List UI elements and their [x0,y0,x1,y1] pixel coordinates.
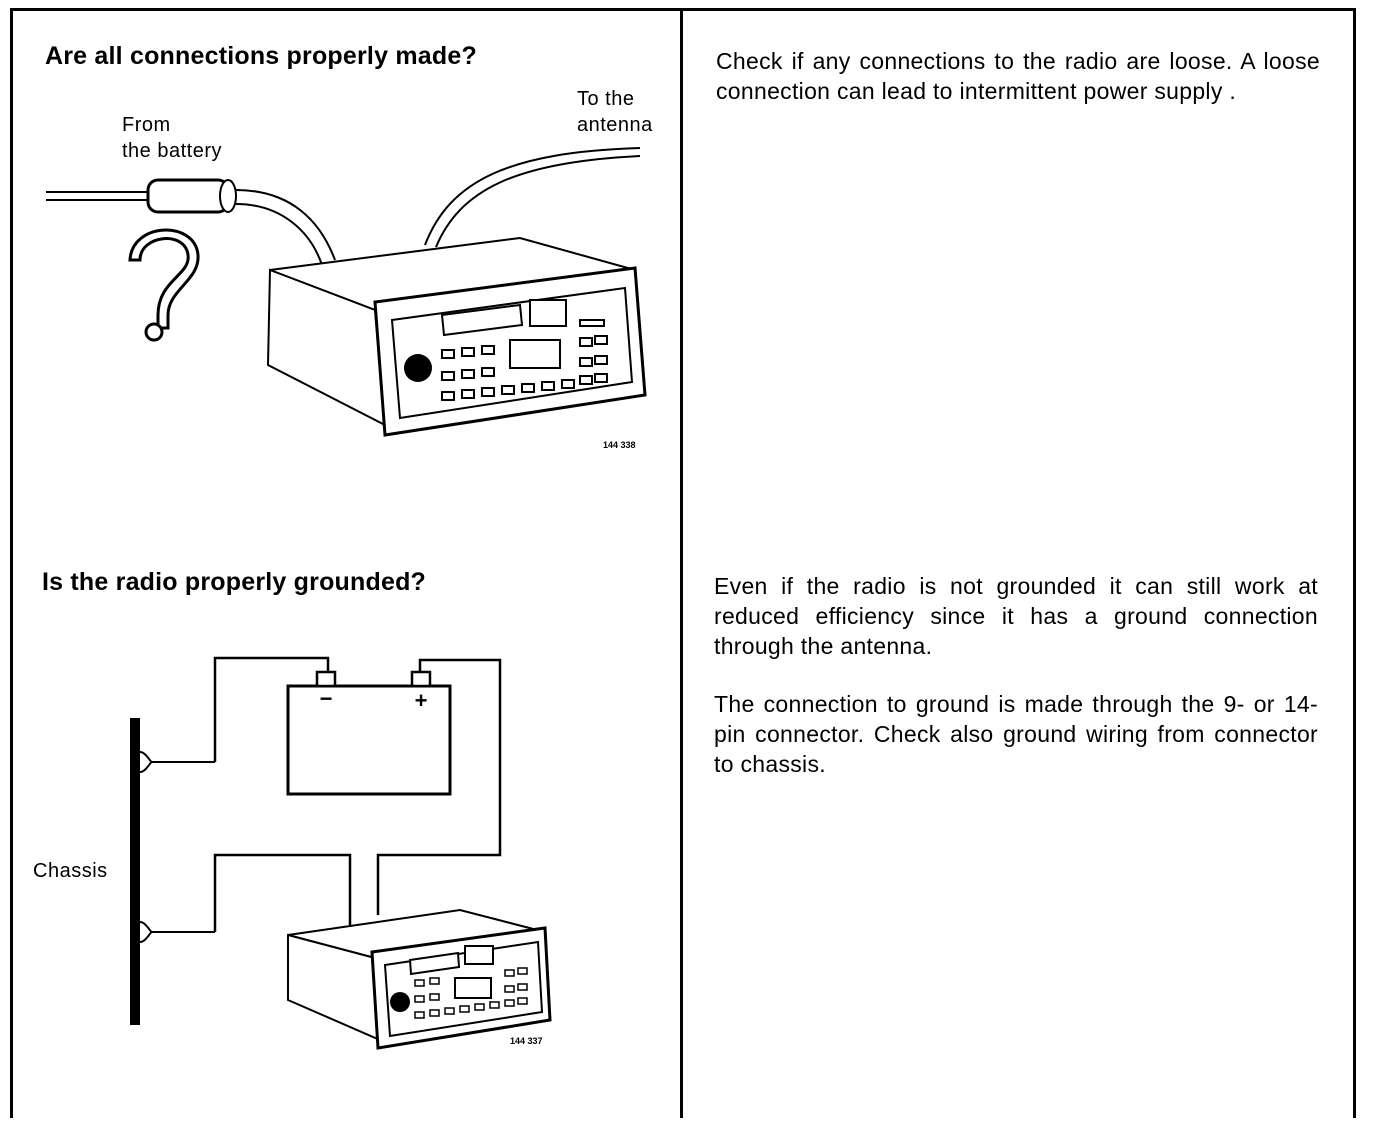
question-grounded: Is the radio properly grounded? [42,568,427,596]
right-border [1353,8,1356,1118]
page-frame [10,8,1356,1121]
plus-sign: + [415,688,428,713]
radio-connections-illustration [46,147,647,437]
label-chassis: Chassis [33,860,108,882]
figure-number-2: 144 337 [510,1036,543,1046]
minus-sign: − [320,686,333,711]
figure-number-1: 144 338 [603,440,636,450]
left-border [10,8,13,1118]
center-divider [680,8,683,1118]
answer-grounded-1: Even if the radio is not grounded it can… [714,573,1318,659]
question-connections: Are all connections properly made? [45,42,477,70]
label-to-antenna: To the antenna [577,88,653,136]
label-from-battery: From the battery [122,114,223,162]
answer-grounded-2: The connection to ground is made through… [714,691,1318,777]
grounding-diagram: − + [130,656,552,1050]
answer-connections: Check if any connections to the radio ar… [716,48,1320,104]
